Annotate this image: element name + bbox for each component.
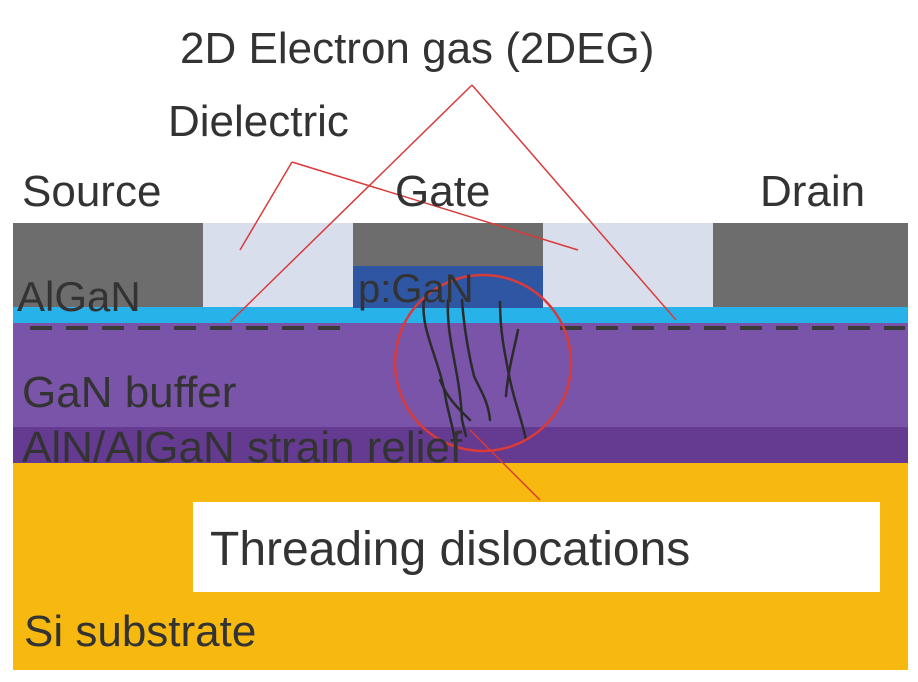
- drain-label: Drain: [760, 167, 865, 216]
- algan-layer: [13, 307, 908, 323]
- dielectric-label: Dielectric: [168, 97, 349, 146]
- threading-label-box: [193, 502, 880, 592]
- source-contact: [13, 223, 203, 307]
- 2deg-label: 2D Electron gas (2DEG): [180, 24, 654, 73]
- strain-relief-layer: [13, 427, 908, 463]
- si-substrate-label: Si substrate: [24, 607, 256, 656]
- threading-dislocations-label: Threading dislocations: [210, 523, 690, 576]
- callout-lines: [229, 84, 677, 501]
- drain-contact: [713, 223, 908, 307]
- gate-contact: [353, 223, 543, 266]
- threading-dislocation-lines: [422, 298, 528, 450]
- pgan-label: p:GaN: [358, 267, 474, 311]
- dislocation-callout-circle: [393, 273, 573, 453]
- gan-buffer-label: GaN buffer: [22, 368, 236, 417]
- gate-label: Gate: [395, 167, 490, 216]
- algan-label: AlGaN: [17, 273, 141, 320]
- source-label: Source: [22, 167, 161, 216]
- strain-relief-label: AlN/AlGaN strain relief: [22, 423, 463, 472]
